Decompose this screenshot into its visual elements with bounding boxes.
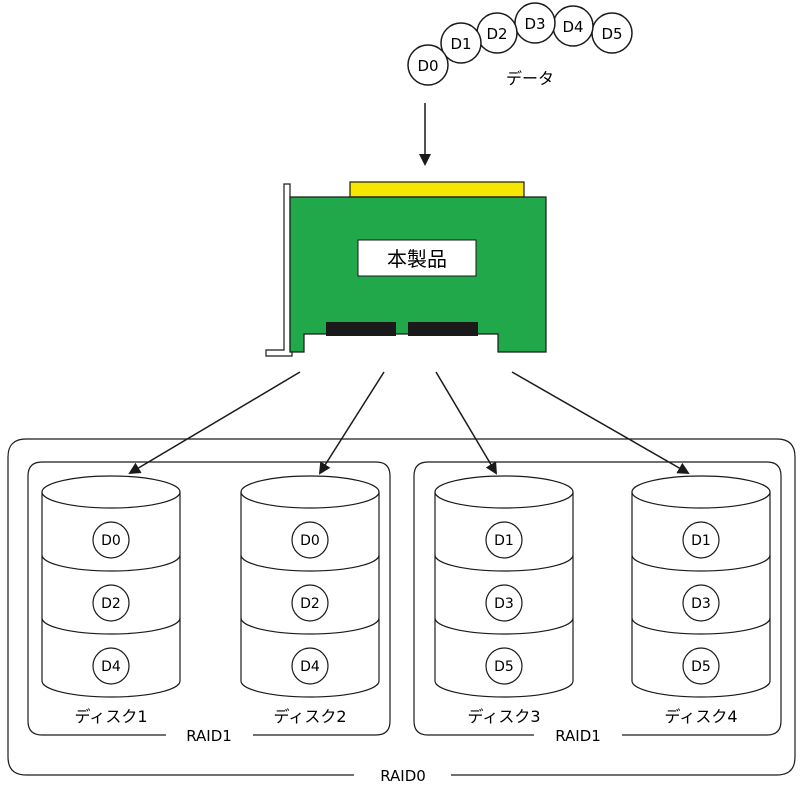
disk-block-label: D5 xyxy=(494,659,514,675)
disk-block-d4: D4 xyxy=(291,647,329,685)
disk-block-label: D4 xyxy=(101,659,121,675)
disk-label: ディスク1 xyxy=(74,707,147,726)
disk-top xyxy=(41,475,181,509)
card-bracket xyxy=(265,183,293,357)
raid-card: 本製品 xyxy=(265,181,547,357)
data-bubble-d4-label: D4 xyxy=(562,18,583,36)
disk-segment-divider xyxy=(631,554,771,572)
disk-block-d5: D5 xyxy=(485,647,523,685)
disk-block-circle xyxy=(682,521,720,559)
disk-segment-divider xyxy=(41,617,181,635)
disk-segment-divider xyxy=(434,554,574,572)
data-bubble-d3-label: D3 xyxy=(524,15,545,33)
disk-top xyxy=(631,475,771,509)
data-bubble-d2-label: D2 xyxy=(486,25,507,43)
disk-block-label: D0 xyxy=(101,533,121,549)
disk-block-label: D3 xyxy=(691,596,711,612)
disk-block-d3: D3 xyxy=(682,584,720,622)
data-bubble-d4: D4 xyxy=(552,5,594,47)
disk-block-circle xyxy=(92,584,130,622)
card-top-connector xyxy=(349,181,525,198)
data-bubble-d0-label: D0 xyxy=(417,57,438,75)
disk-block-d0: D0 xyxy=(291,521,329,559)
disk-block-circle xyxy=(682,584,720,622)
disk-label: ディスク3 xyxy=(467,707,540,726)
data-bubble-d0: D0 xyxy=(407,44,449,86)
card-chip-left xyxy=(326,322,396,336)
disk-segment-divider xyxy=(41,554,181,572)
arrow-to-disk-3 xyxy=(435,371,498,475)
disk-block-circle xyxy=(485,647,523,685)
arrow-to-disk-1 xyxy=(128,371,301,475)
disk-block-d3: D3 xyxy=(485,584,523,622)
data-bubble-d5-label: D5 xyxy=(601,25,622,43)
raid0-label: RAID0 xyxy=(380,767,426,785)
raid0-box xyxy=(7,438,796,776)
disk-block-d0: D0 xyxy=(92,521,130,559)
raid1-left-label: RAID1 xyxy=(186,727,232,745)
disk-block-label: D2 xyxy=(101,596,121,612)
arrow-to-disk-2 xyxy=(318,371,385,475)
disk-segment-divider xyxy=(240,617,380,635)
disk-segment-divider xyxy=(240,554,380,572)
disk-block-label: D0 xyxy=(300,533,320,549)
disk-block-label: D4 xyxy=(300,659,320,675)
disk-block-circle xyxy=(291,584,329,622)
disk-block-label: D3 xyxy=(494,596,514,612)
card-chip-right xyxy=(408,322,478,336)
disk-block-d2: D2 xyxy=(291,584,329,622)
disk-block-label: D1 xyxy=(494,533,514,549)
raid1-right-box xyxy=(413,461,782,736)
disk-label: ディスク4 xyxy=(664,707,737,726)
data-bubble-d3: D3 xyxy=(514,2,556,44)
disk-block-d1: D1 xyxy=(485,521,523,559)
disk-block-circle xyxy=(682,647,720,685)
disk-block-circle xyxy=(291,647,329,685)
data-bubble-d1-label: D1 xyxy=(450,35,471,53)
disk-block-circle xyxy=(485,584,523,622)
disk-top xyxy=(434,475,574,509)
disk-block-d4: D4 xyxy=(92,647,130,685)
card-label: 本製品 xyxy=(387,247,447,271)
card-label-box xyxy=(357,239,477,277)
disk-block-circle xyxy=(485,521,523,559)
data-bubble-d1: D1 xyxy=(440,22,482,64)
disk-block-d5: D5 xyxy=(682,647,720,685)
disk-block-d2: D2 xyxy=(92,584,130,622)
disk-segment-divider xyxy=(631,617,771,635)
data-bubble-d2: D2 xyxy=(476,12,518,54)
disk-block-circle xyxy=(291,521,329,559)
disk-block-label: D5 xyxy=(691,659,711,675)
disk-label: ディスク2 xyxy=(273,707,346,726)
disk-block-label: D1 xyxy=(691,533,711,549)
disk-block-circle xyxy=(92,521,130,559)
raid1-right-label: RAID1 xyxy=(555,727,601,745)
disk-segment-divider xyxy=(434,617,574,635)
arrow-to-disk-4 xyxy=(511,371,690,474)
raid1-left-box xyxy=(27,461,391,736)
disk-top xyxy=(240,475,380,509)
data-bubbles: D5 D4 D3 D2 D1 D0 xyxy=(407,2,633,86)
disk-block-d1: D1 xyxy=(682,521,720,559)
data-label: データ xyxy=(506,69,554,88)
disk-block-label: D2 xyxy=(300,596,320,612)
data-bubble-d5: D5 xyxy=(591,12,633,54)
disk-block-circle xyxy=(92,647,130,685)
card-to-disk-arrows xyxy=(128,371,690,475)
